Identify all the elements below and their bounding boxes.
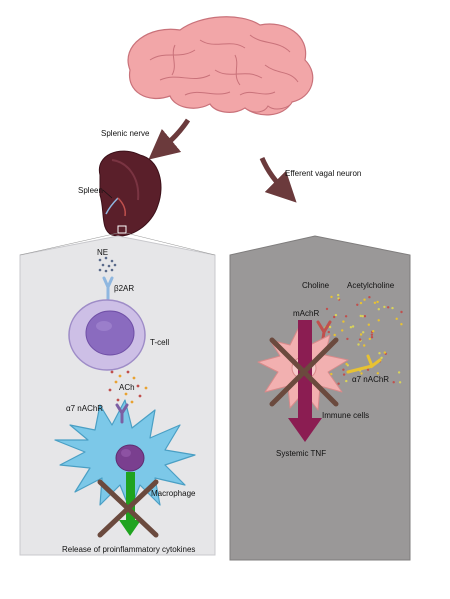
acetylcholine-dot — [395, 317, 398, 320]
ne-label: NE — [97, 248, 108, 257]
acetylcholine-dot — [337, 382, 340, 385]
machr-label: mAchR — [293, 309, 319, 318]
acetylcholine-dot — [342, 320, 345, 323]
acetylcholine-dot — [398, 381, 402, 384]
acetylcholine-dot — [351, 325, 355, 328]
a7-receptor-right — [346, 354, 382, 374]
acetylcholine-dot — [325, 307, 329, 311]
acetylcholine-dot — [380, 356, 383, 359]
acetylcholine-dot — [363, 344, 366, 347]
choline-label: Choline — [302, 281, 330, 290]
acetylcholine-dot — [334, 313, 338, 317]
acetylcholine-dot — [362, 331, 365, 334]
acetylcholine-dot — [370, 333, 374, 336]
ach-molecules — [108, 370, 148, 404]
arrow-to-spleen — [148, 118, 191, 160]
inhibition-cross-left — [97, 479, 159, 538]
efferent-vagal-label: Efferent vagal neuron — [285, 169, 361, 178]
acetylcholine-dot — [363, 315, 367, 318]
systemic-tnf-label: Systemic TNF — [276, 449, 326, 458]
acetylcholine-dot — [360, 372, 363, 375]
acetylcholine-dot — [337, 297, 340, 300]
acetylcholine-dot — [330, 372, 333, 376]
brain — [127, 16, 314, 116]
acetylcholine-dot — [400, 310, 403, 314]
acetylcholine-dot — [376, 372, 379, 375]
acetylcholine-dot — [368, 296, 371, 299]
acetylcholine-dot — [357, 343, 360, 346]
cytokine-release-arrow — [119, 472, 141, 536]
acetylcholine-dot — [342, 373, 346, 376]
acetylcholine-dot — [345, 379, 348, 383]
acetylcholine-dot — [342, 368, 345, 371]
acetylcholine-label: Acetylcholine — [347, 281, 395, 290]
a7-nachr-right-label: α7 nAChR — [352, 375, 389, 384]
splenic-nerve-label: Splenic nerve — [101, 129, 150, 138]
acetylcholine-dot — [341, 329, 344, 332]
acetylcholine-dot — [370, 336, 374, 339]
arrow-to-vagal — [259, 156, 297, 203]
acetylcholine-dot — [363, 298, 366, 301]
macrophage-label: Macrophage — [151, 489, 196, 498]
acetylcholine-dot — [330, 295, 333, 299]
acetylcholine-dot — [400, 323, 403, 326]
acetylcholine-dot — [373, 301, 377, 304]
release-cytokines-label: Release of proinflammatory cytokines — [62, 545, 195, 554]
acetylcholine-dot — [391, 306, 394, 310]
acetylcholine-dot — [344, 315, 348, 318]
acetylcholine-dot — [378, 352, 381, 355]
acetylcholine-dot — [383, 305, 386, 309]
ne-molecules — [98, 256, 117, 273]
b2ar-label: β2AR — [114, 284, 134, 293]
acetylcholine-dot — [376, 300, 379, 304]
acetylcholine-dot — [333, 315, 336, 319]
acetylcholine-dot — [368, 337, 371, 341]
acetylcholine-dot — [387, 306, 390, 309]
acetylcholine-dot — [359, 314, 362, 318]
acetylcholine-dot — [327, 330, 330, 334]
acetylcholine-dot — [366, 368, 370, 371]
acetylcholine-dot — [397, 371, 401, 374]
acetylcholine-dot — [356, 303, 359, 306]
t-cell-label: T-cell — [150, 338, 169, 347]
acetylcholine-dot — [345, 362, 348, 366]
acetylcholine-dot — [358, 338, 362, 341]
acetylcholine-dot — [328, 325, 332, 329]
macrophage — [54, 399, 196, 511]
inhibition-cross-right — [269, 337, 339, 407]
spleen-label: Spleen — [78, 186, 103, 195]
acetylcholine-dot — [359, 301, 363, 305]
acetylcholine-dot — [333, 333, 336, 337]
immune-cells-label: Immune cells — [322, 411, 369, 420]
spleen — [98, 150, 162, 237]
acetylcholine-dot — [392, 381, 395, 384]
acetylcholine-dot — [346, 337, 349, 341]
acetylcholine-dot — [337, 293, 340, 297]
acetylcholine-dot — [372, 330, 375, 333]
ach-label: ACh — [119, 383, 135, 392]
acetylcholine-dot — [377, 308, 380, 311]
a7-receptor-left — [115, 403, 129, 424]
t-cell — [68, 299, 146, 371]
acetylcholine-dot — [367, 323, 370, 326]
acetylcholine-dot — [359, 333, 363, 336]
acetylcholine-dot — [349, 326, 353, 329]
acetylcholine-dot — [383, 351, 386, 354]
acetylcholine-dot — [377, 319, 380, 322]
a7-nachr-left-label: α7 nAChR — [66, 404, 103, 413]
acetylcholine-dot — [361, 315, 364, 318]
